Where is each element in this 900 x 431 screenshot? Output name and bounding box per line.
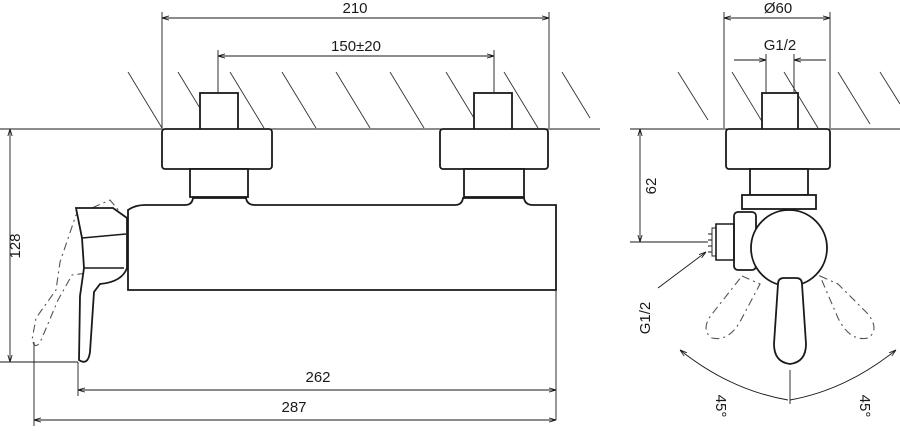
left-eccentric-connector	[161, 92, 273, 198]
side-lever	[773, 277, 807, 365]
side-wall-hatching	[677, 71, 900, 129]
angle-right: 45°	[856, 395, 873, 418]
dim-overall-top: 210	[342, 0, 367, 17]
mixer-body	[127, 197, 557, 291]
dim-height: 128	[7, 233, 24, 258]
side-lever-ghost-right	[818, 274, 875, 340]
side-view: Ø60 G1/2 62 G1/2	[630, 0, 900, 417]
lever-handle	[74, 207, 128, 363]
side-connector	[725, 92, 831, 210]
angle-left: 45°	[712, 395, 729, 418]
dim-overall-length: 287	[281, 399, 306, 416]
dim-depth: 62	[643, 178, 660, 195]
dim-diameter: Ø60	[764, 0, 792, 17]
front-view: 210 150±20 128	[0, 0, 600, 426]
right-eccentric-connector	[439, 92, 549, 198]
dim-side-connection: G1/2	[637, 302, 654, 335]
dim-connection-top: G1/2	[764, 37, 797, 54]
side-body	[708, 209, 828, 287]
dim-body-length: 262	[305, 369, 330, 386]
side-lever-ghost-left	[705, 275, 761, 340]
dim-inlet-spacing: 150±20	[331, 38, 381, 55]
wall-hatching	[127, 71, 591, 129]
